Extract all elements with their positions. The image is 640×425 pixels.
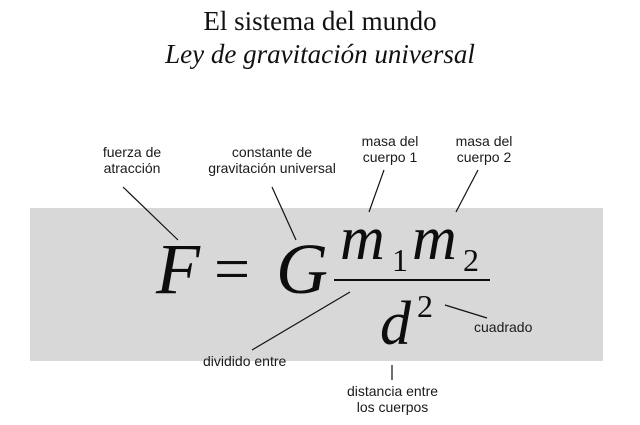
label-force-line2: atracción xyxy=(103,160,161,176)
formula-equals-sign: = xyxy=(214,233,251,304)
formula-constant-symbol: G xyxy=(276,229,328,309)
leader-line-divided xyxy=(251,291,351,351)
label-constant-line1: constante de xyxy=(231,144,313,160)
page-title: El sistema del mundo xyxy=(203,6,437,36)
leader-line-mass1 xyxy=(368,169,385,213)
label-distance-line2: los cuerpos xyxy=(356,399,429,415)
label-mass1-line2: cuerpo 1 xyxy=(362,149,418,165)
leader-line-mass2 xyxy=(455,169,479,213)
label-mass1: masa del cuerpo 1 xyxy=(352,133,428,165)
label-distance-line1: distancia entre xyxy=(346,383,439,399)
leader-line-squared xyxy=(444,304,488,319)
formula-mass2-symbol: m xyxy=(412,205,457,273)
formula-mass1-symbol: m xyxy=(340,205,385,273)
label-constant: constante de gravitación universal xyxy=(192,144,352,176)
leader-line-constant xyxy=(271,186,297,241)
label-mass1-line1: masa del xyxy=(361,133,419,149)
label-squared: cuadrado xyxy=(474,319,533,335)
label-force: fuerza de atracción xyxy=(82,144,182,176)
formula-mass1-subscript: 1 xyxy=(392,242,408,278)
formula-distance-symbol: d xyxy=(380,290,411,358)
label-mass2-line1: masa del xyxy=(455,133,513,149)
formula-band xyxy=(30,208,603,361)
formula-distance-exponent: 2 xyxy=(417,288,433,324)
page-subtitle: Ley de gravitación universal xyxy=(165,39,475,69)
label-force-line1: fuerza de xyxy=(102,144,162,160)
label-mass2-line2: cuerpo 2 xyxy=(456,149,512,165)
formula-force-symbol: F xyxy=(156,229,200,309)
label-distance: distancia entre los cuerpos xyxy=(330,383,455,415)
label-constant-line2: gravitación universal xyxy=(208,160,336,176)
label-divided: dividido entre xyxy=(203,353,287,369)
label-mass2: masa del cuerpo 2 xyxy=(444,133,524,165)
leader-line-force xyxy=(122,186,179,241)
formula-mass2-subscript: 2 xyxy=(463,242,479,278)
